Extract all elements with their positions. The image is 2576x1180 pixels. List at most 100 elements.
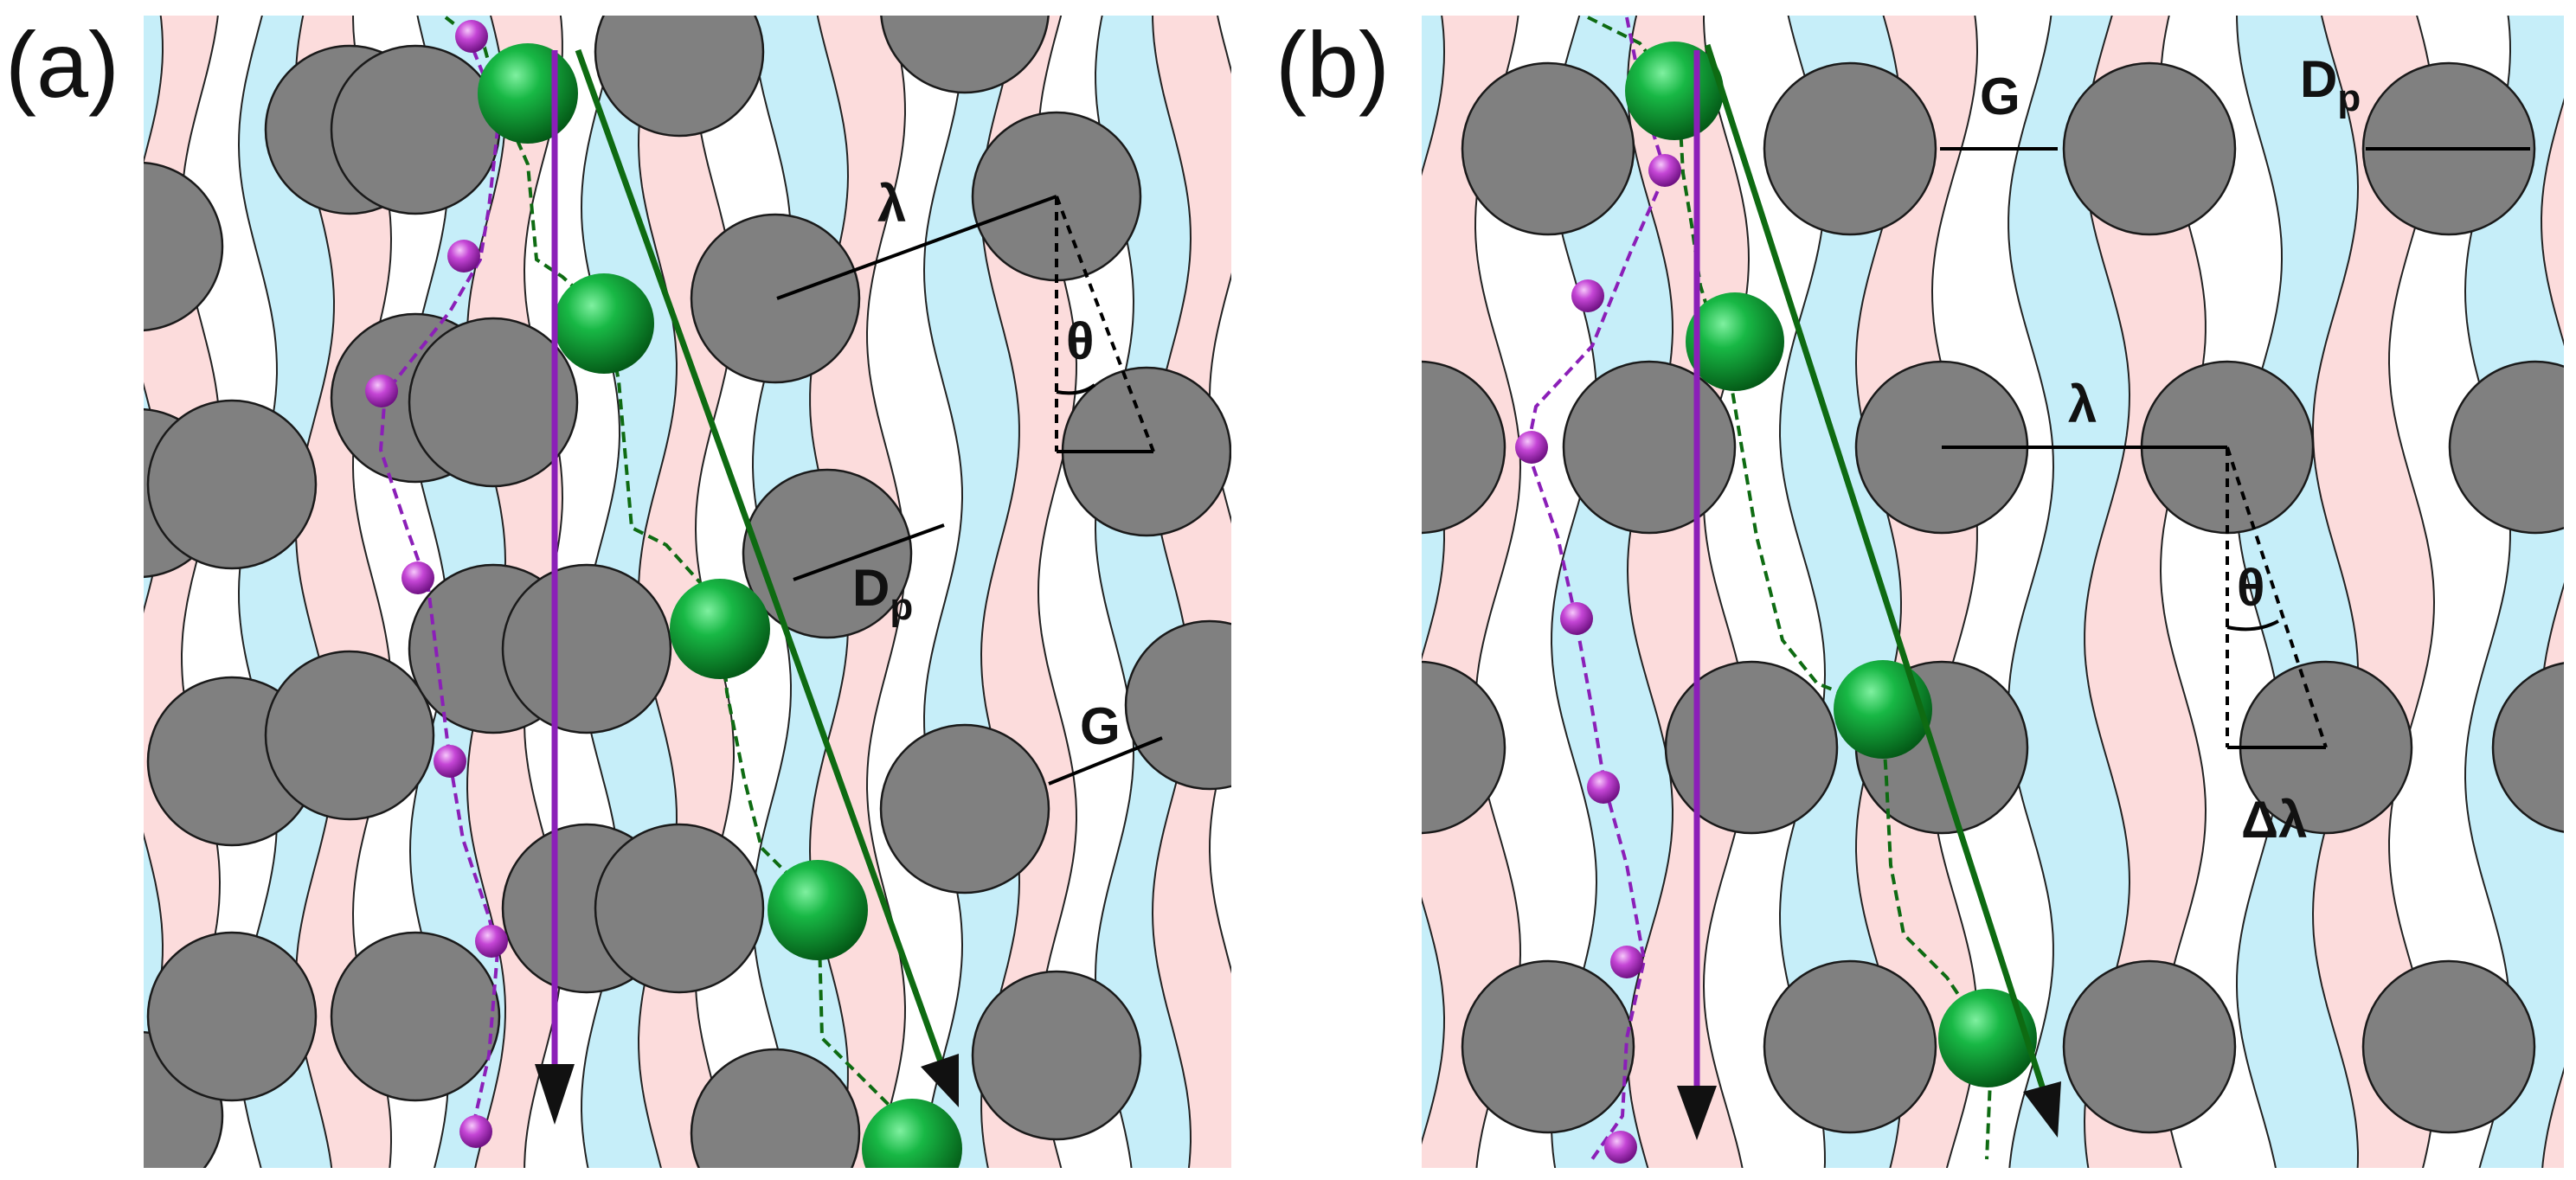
panel-a-small-particle <box>434 745 466 778</box>
panel-b-large-particle-arrow <box>1704 43 2047 1093</box>
panel-b-lane <box>2541 100 2564 1168</box>
panel-b-post <box>1664 660 1839 835</box>
panel-a-diameter-symbol: D <box>852 559 890 617</box>
panel-a-large-particle <box>768 860 868 960</box>
panel-a-diameter-label: Dp <box>852 559 913 628</box>
panel-b-post <box>1461 61 1635 236</box>
panel-b-small-particle <box>1587 771 1620 804</box>
panel-a-lane <box>1324 0 1419 1173</box>
panel-b-large-particle <box>1938 989 2037 1087</box>
panel-a-small-arrowhead <box>535 1064 575 1125</box>
panel-b-diameter-subscript: p <box>2337 77 2361 119</box>
panel-b-post <box>2361 959 2536 1134</box>
panel-b-diameter-symbol: D <box>2300 50 2337 108</box>
panel-b-geometry <box>1940 147 2530 749</box>
panel-a-post <box>408 317 579 488</box>
panel-a-lane <box>1267 0 1362 1173</box>
panel-b-post <box>1422 360 1506 535</box>
panel-b-lane <box>2313 16 2434 1168</box>
panel-a-post <box>742 468 913 639</box>
panel-b-small-particle <box>1571 279 1604 312</box>
panel-a-gap-label: G <box>1080 697 1121 755</box>
panel-a-post <box>690 1048 861 1168</box>
panel-b-diameter-label: Dp <box>2300 50 2361 119</box>
panel-b: G Dp λ θ Δλ <box>1323 0 2564 1173</box>
panel-a-small-particle-path <box>378 34 500 1134</box>
panel-b-streamline <box>1702 16 1751 1168</box>
panel-b-row-shift-label: Δλ <box>2241 791 2308 849</box>
panel-a-post <box>501 563 672 734</box>
panel-b-post <box>1763 61 1937 236</box>
panel-b-large-particle-path <box>1587 16 1993 1160</box>
panel-b-post <box>1461 959 1635 1134</box>
panel-b-lane <box>2465 16 2564 1168</box>
panel-a-large-particle <box>554 273 654 374</box>
panel-b-small-particle <box>1560 602 1593 635</box>
panel-b-streamline <box>1930 16 1979 1168</box>
panel-a-large-particle <box>670 579 770 679</box>
panel-a-lane <box>981 16 1076 1168</box>
panel-a-streamline <box>1267 0 1305 1173</box>
panel-a-large-arrowhead <box>921 1054 959 1107</box>
panel-b-theta-label: θ <box>2237 559 2264 617</box>
panel-b-small-particle <box>1515 431 1548 464</box>
panel-a-gap-line <box>1048 736 1163 786</box>
panel-a-small-particle <box>447 240 480 273</box>
panel-b-post <box>2062 959 2237 1134</box>
panel-b-small-particle <box>1610 946 1643 978</box>
panel-b-post <box>2062 61 2237 236</box>
panel-a-post <box>144 161 224 332</box>
panel-a-small-particle <box>475 925 508 958</box>
panel-a-particle-paths <box>378 16 910 1134</box>
panel-a-streamline <box>922 16 964 1168</box>
panel-label-a: (a) <box>5 12 119 117</box>
panel-a: λ θ Dp G <box>67 0 1419 1173</box>
panel-a-lambda-label: λ <box>877 175 906 233</box>
panel-b-lane <box>1422 16 1520 1168</box>
panel-b-post <box>2491 662 2564 833</box>
panel-b-post <box>2448 360 2564 535</box>
panel-b-small-particle-path <box>1525 16 1668 1161</box>
panel-a-small-particle <box>455 20 488 53</box>
panel-a-post <box>594 16 765 138</box>
panel-a-theta-label: θ <box>1066 312 1094 370</box>
panel-a-large-particle-path <box>444 16 910 1126</box>
panel-a-large-particle-arrow <box>575 48 945 1066</box>
panel-b-streamline <box>1626 16 1674 1168</box>
panel-b-theta-arc <box>2226 619 2279 632</box>
panel-a-post <box>690 213 861 384</box>
panel-a-lane <box>1095 16 1191 1168</box>
panel-a-post <box>146 399 318 570</box>
panel-b-small-arrowhead <box>1677 1086 1717 1140</box>
panel-a-lambda-line <box>776 195 1057 300</box>
panel-a-post <box>1124 619 1231 791</box>
panel-b-lane <box>1856 16 1977 1168</box>
panel-b-large-arrowhead <box>2023 1081 2061 1138</box>
panel-b-streamline <box>2235 16 2284 1168</box>
panel-a-small-particle <box>401 561 434 594</box>
panel-a-lane <box>239 16 334 1168</box>
panel-a-streamline <box>67 0 106 1173</box>
panel-b-streamline <box>1422 16 1446 1145</box>
panel-a-lane <box>1153 16 1231 1168</box>
panel-a-post <box>880 16 1050 94</box>
panel-b-streamline <box>1323 0 1368 1173</box>
panel-a-large-particle <box>862 1099 962 1168</box>
panel-b-lambda-label: λ <box>2068 375 2097 433</box>
panel-b-post <box>1562 360 1737 535</box>
panel-b-lane <box>2008 16 2130 1168</box>
panel-a-large-particle <box>478 43 578 144</box>
panel-b-large-particle <box>1834 660 1932 759</box>
panel-b-lane <box>2237 16 2358 1168</box>
panel-b-post <box>1763 959 1937 1134</box>
panel-b-small-particle <box>1604 1131 1637 1164</box>
panel-a-post <box>330 44 501 215</box>
panel-a-diameter-line <box>793 523 945 581</box>
panel-b-streamline <box>2007 16 2055 1168</box>
panel-b-lane <box>1780 16 1901 1168</box>
panel-a-streamline <box>1151 16 1192 1168</box>
panel-b-particle-paths <box>1525 16 1993 1161</box>
panel-a-small-particle <box>365 375 398 407</box>
panel-a-diameter-subscript: p <box>890 586 913 628</box>
